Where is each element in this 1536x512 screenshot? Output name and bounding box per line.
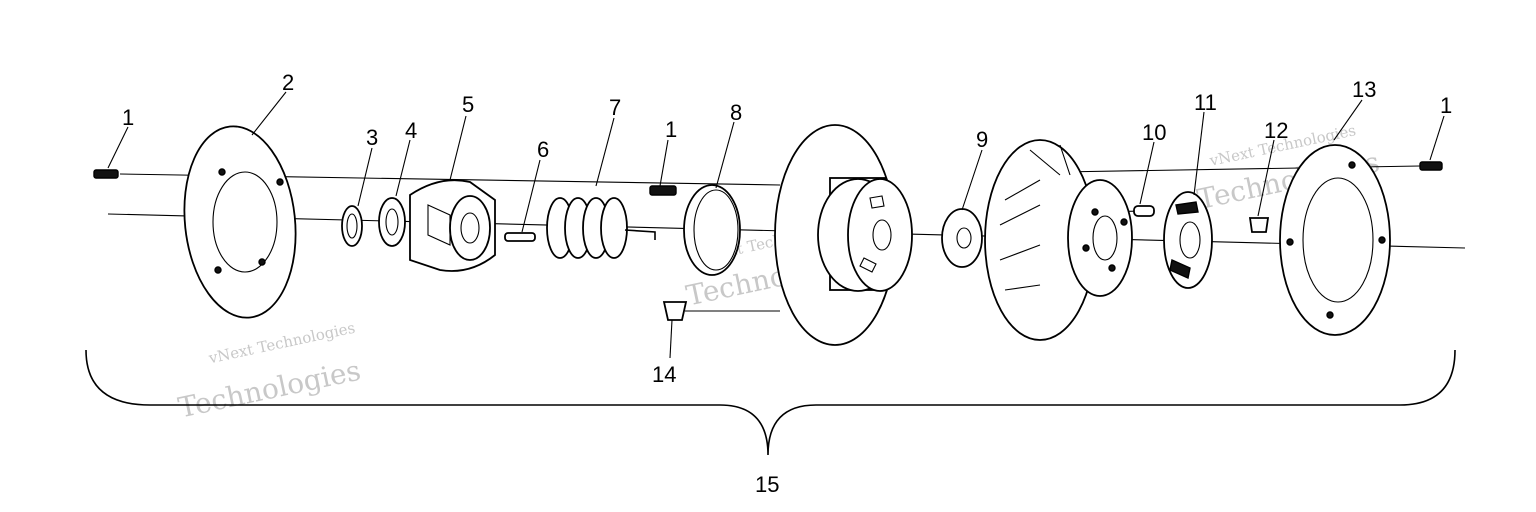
bolt-part xyxy=(1133,205,1155,217)
screw-part xyxy=(93,169,119,179)
screw-part xyxy=(1419,161,1443,171)
sheave-part xyxy=(774,124,913,346)
bushing-part xyxy=(683,184,741,276)
callout-label: 1 xyxy=(122,105,134,130)
callout-label: 7 xyxy=(609,95,621,120)
callout-label: 3 xyxy=(366,125,378,150)
callout-label: 10 xyxy=(1142,120,1166,145)
assembly-bracket xyxy=(85,349,1456,456)
button-part xyxy=(1248,217,1270,233)
screw-part xyxy=(649,185,677,196)
callout-label: 8 xyxy=(730,100,742,125)
spring-part xyxy=(546,197,656,259)
callout-label: 15 xyxy=(755,472,779,497)
thrust-washer-part xyxy=(941,208,983,268)
callout-label: 11 xyxy=(1194,90,1217,115)
cover-part xyxy=(1279,144,1391,336)
watermark-text: Technologies xyxy=(175,354,363,425)
snap-ring-part xyxy=(341,205,363,247)
stud-part xyxy=(662,301,688,321)
callout-label: 1 xyxy=(665,117,677,142)
callout-label: 14 xyxy=(652,362,676,387)
callout-label: 9 xyxy=(976,127,988,152)
callout-label: 5 xyxy=(462,92,474,117)
callout-label: 13 xyxy=(1352,77,1376,102)
callout-labels: 1 2 3 4 5 6 7 1 8 9 10 11 12 13 1 14 15 xyxy=(122,70,1452,497)
callout-label: 12 xyxy=(1264,118,1288,143)
callout-label: 4 xyxy=(405,118,417,143)
spider-part xyxy=(1163,191,1213,289)
leader-lines xyxy=(107,91,1445,359)
callout-label: 2 xyxy=(282,70,294,95)
movable-sheave-part xyxy=(984,139,1133,341)
washer-part xyxy=(378,197,406,247)
pin-part xyxy=(504,232,536,242)
cover-plate-part xyxy=(183,125,297,319)
cam-part xyxy=(409,179,496,272)
callout-label: 6 xyxy=(537,137,549,162)
callout-label: 1 xyxy=(1440,93,1452,118)
